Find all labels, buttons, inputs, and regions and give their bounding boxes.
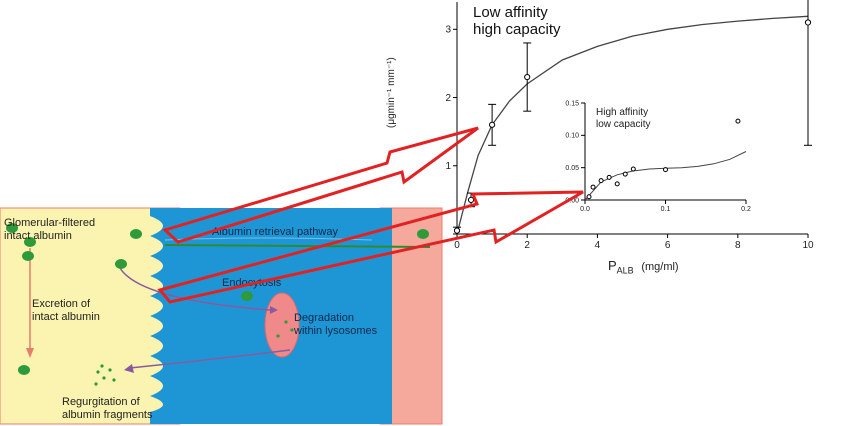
endocytosis-label: Endocytosis	[222, 277, 282, 289]
albumin-fragments	[94, 320, 294, 386]
x-axis-label: PALB (mg/ml)	[608, 258, 679, 276]
y-axis-label: (μgmin⁻¹ mm⁻¹)	[386, 57, 397, 128]
retrieval-label: Albumin retrieval pathway	[212, 226, 338, 238]
